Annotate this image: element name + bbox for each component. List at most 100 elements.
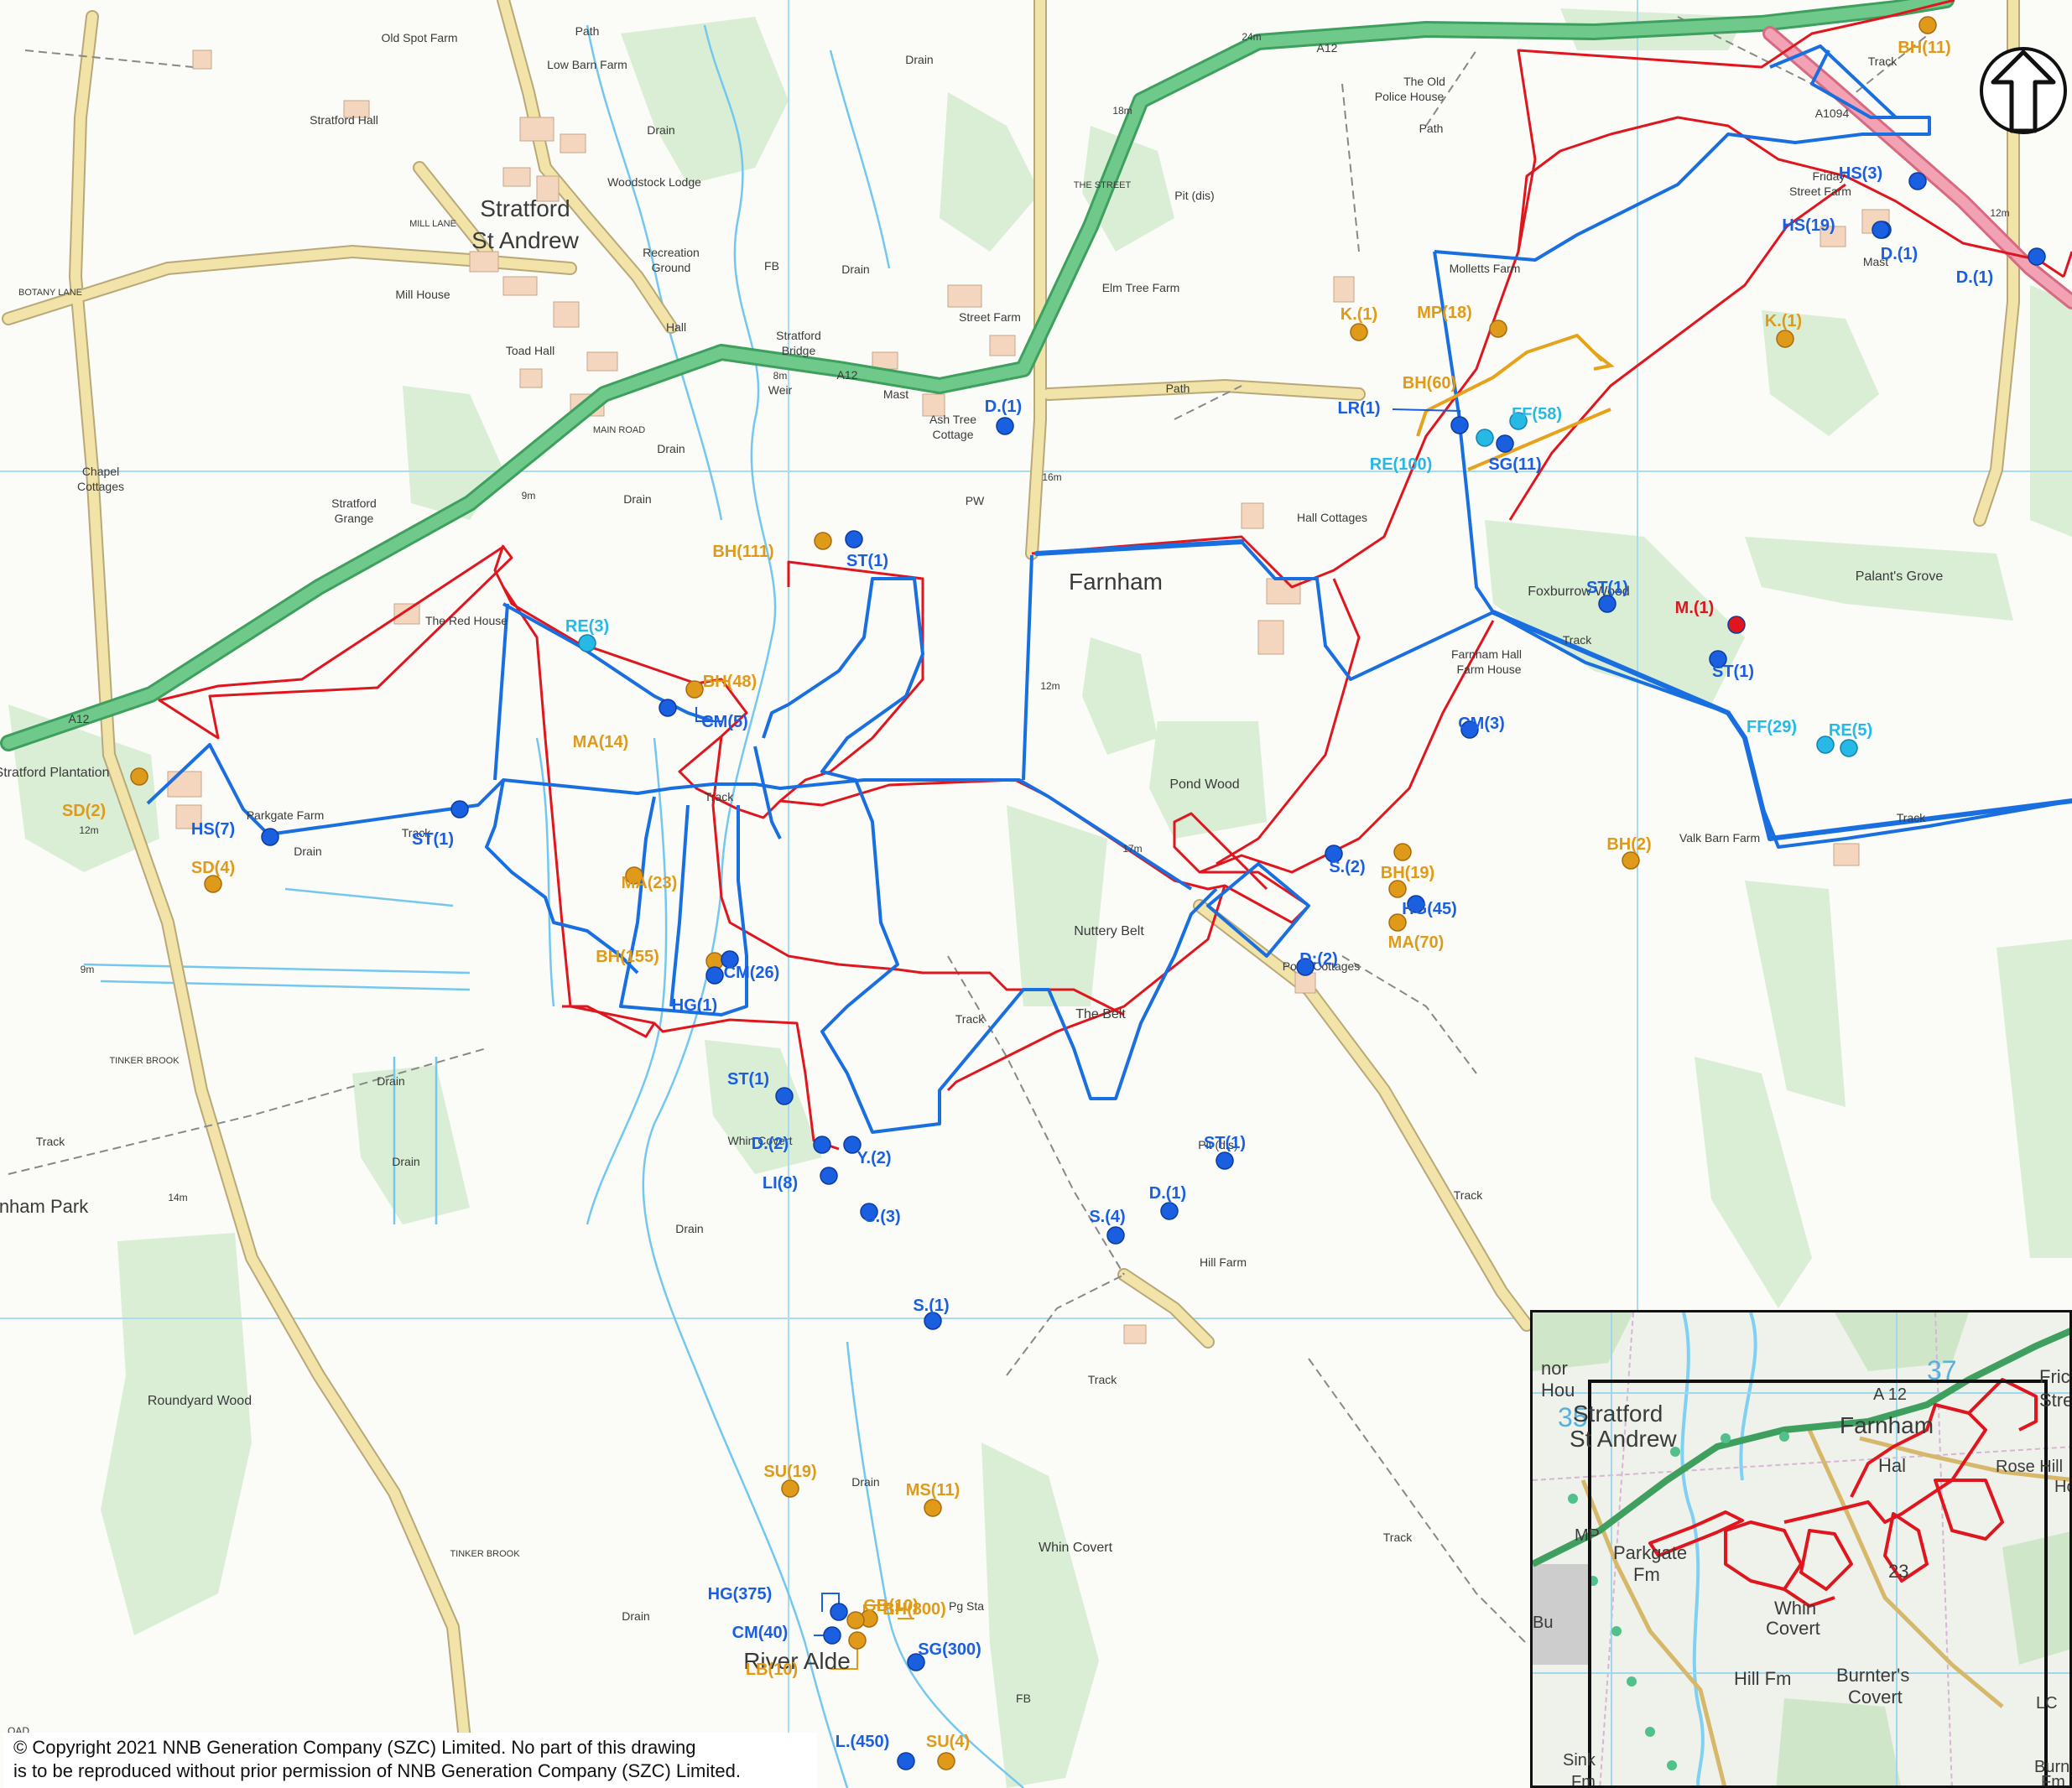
record-marker-orange[interactable] (1393, 843, 1412, 861)
place-label: Recreation (643, 246, 700, 259)
record-label: BH(111) (712, 543, 773, 561)
record-marker-blue[interactable] (1598, 595, 1616, 613)
record-marker-orange[interactable] (781, 1479, 799, 1498)
record-marker-blue[interactable] (775, 1087, 794, 1105)
record-marker-blue[interactable] (1496, 434, 1514, 453)
place-label: Woodstock Lodge (607, 175, 701, 189)
record-marker-blue[interactable] (907, 1653, 925, 1671)
record-marker-blue[interactable] (1872, 221, 1890, 239)
place-label: Valk Barn Farm (1679, 831, 1760, 845)
record-marker-blue[interactable] (2028, 247, 2046, 266)
place-label: Toad Hall (506, 344, 554, 357)
record-label: LI(8) (763, 1174, 798, 1193)
place-label: Drain (377, 1074, 404, 1088)
place-label: nham Park (0, 1196, 89, 1217)
record-marker-orange[interactable] (1622, 851, 1640, 870)
record-marker-blue[interactable] (1407, 895, 1425, 913)
record-marker-orange[interactable] (625, 866, 643, 885)
place-label: Path (1419, 122, 1444, 135)
inset-label: Stratford (1573, 1401, 1663, 1427)
place-label: Drain (841, 262, 869, 276)
record-label: D.(1) (1149, 1184, 1186, 1203)
record-marker-orange[interactable] (1388, 913, 1407, 932)
place-label: Old Spot Farm (381, 31, 457, 44)
record-marker-orange[interactable] (1388, 880, 1407, 898)
record-marker-blue[interactable] (450, 800, 469, 819)
place-label: Whin Covert (1039, 1541, 1113, 1555)
record-marker-blue[interactable] (705, 966, 724, 985)
record-label: MS(11) (906, 1481, 960, 1500)
record-marker-blue[interactable] (1216, 1151, 1234, 1170)
place-label: A12 (837, 368, 858, 382)
place-label: Bridge (782, 344, 816, 357)
place-label: Drain (392, 1155, 419, 1168)
record-marker-blue[interactable] (1106, 1226, 1125, 1245)
inset-label: Burn (2034, 1758, 2069, 1776)
record-marker-blue[interactable] (823, 1626, 841, 1645)
record-marker-blue[interactable] (1160, 1202, 1179, 1220)
record-marker-blue[interactable] (721, 950, 739, 969)
record-marker-blue[interactable] (924, 1312, 942, 1330)
inset-label: Hill Fm (1734, 1668, 1791, 1689)
record-marker-orange[interactable] (848, 1631, 867, 1650)
record-marker-cyan[interactable] (1509, 412, 1528, 430)
record-marker-blue[interactable] (1450, 416, 1469, 434)
north-arrow-icon (1980, 47, 2067, 134)
record-marker-blue[interactable] (843, 1136, 862, 1154)
record-marker-orange[interactable] (1489, 320, 1507, 338)
record-label: L.(450) (836, 1733, 889, 1751)
record-marker-cyan[interactable] (578, 634, 596, 652)
record-marker-orange[interactable] (204, 875, 222, 893)
record-marker-blue[interactable] (820, 1167, 838, 1185)
record-marker-blue[interactable] (1460, 720, 1479, 739)
record-marker-orange[interactable] (924, 1499, 942, 1517)
record-marker-blue[interactable] (897, 1752, 915, 1770)
record-marker-orange[interactable] (1350, 323, 1368, 341)
record-marker-orange[interactable] (846, 1611, 865, 1629)
record-marker-blue[interactable] (830, 1603, 848, 1621)
tracks (8, 16, 1930, 1645)
place-label: Weir (768, 383, 793, 397)
record-marker-cyan[interactable] (1816, 735, 1835, 754)
record-marker-cyan[interactable] (1840, 739, 1858, 757)
minor-roads (2, 0, 2020, 1788)
record-label: RE(5) (1829, 721, 1872, 740)
record-marker-orange[interactable] (1918, 16, 1937, 34)
record-marker-blue[interactable] (261, 828, 279, 846)
record-label: RE(3) (565, 617, 609, 636)
record-marker-orange[interactable] (685, 680, 704, 699)
record-marker-orange[interactable] (814, 532, 832, 550)
record-marker-blue[interactable] (1709, 650, 1727, 668)
record-marker-orange[interactable] (1776, 330, 1794, 348)
record-marker-blue[interactable] (860, 1203, 878, 1221)
place-label: Palant's Grove (1856, 569, 1944, 584)
record-marker-blue[interactable] (1296, 958, 1315, 976)
record-marker-blue[interactable] (659, 699, 677, 717)
record-label: BH(19) (1381, 864, 1434, 882)
record-marker-cyan[interactable] (1476, 429, 1494, 447)
place-label: Drain (622, 1609, 649, 1623)
record-marker-blue[interactable] (845, 530, 863, 548)
inset-label: Ho (2054, 1478, 2072, 1496)
place-label: Roundyard Wood (148, 1394, 252, 1408)
record-marker-red[interactable] (1727, 616, 1746, 634)
record-label: D.(1) (1956, 268, 1993, 287)
record-label: LB(10) (746, 1661, 798, 1679)
record-marker-blue[interactable] (1908, 172, 1927, 190)
record-label: CM(40) (732, 1624, 789, 1642)
record-label: S.(3) (864, 1208, 900, 1226)
place-label: BOTANY LANE (18, 288, 82, 298)
record-marker-blue[interactable] (813, 1136, 831, 1154)
inset-label: Rose Hill (1996, 1458, 2063, 1476)
place-label: Path (575, 24, 600, 38)
record-marker-blue[interactable] (1325, 845, 1343, 863)
record-marker-blue[interactable] (996, 417, 1014, 435)
inset-label: Burnter's (1836, 1665, 1909, 1686)
record-marker-orange[interactable] (130, 767, 148, 786)
record-label: CM(26) (724, 964, 780, 982)
record-marker-orange[interactable] (937, 1752, 955, 1770)
record-label: BH(800) (882, 1600, 946, 1619)
